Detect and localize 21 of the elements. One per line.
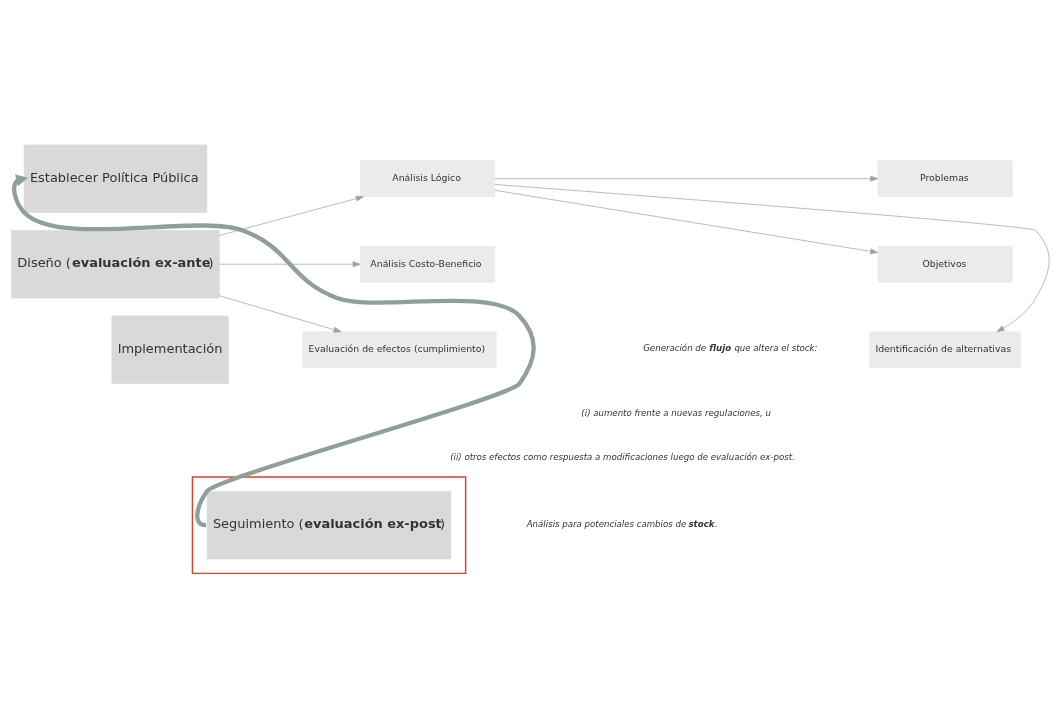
arrow — [219, 195, 364, 236]
arrow — [219, 260, 361, 267]
arrow — [219, 294, 342, 332]
node-box: Identificación de alternativas — [869, 330, 1021, 368]
node-box: Evaluación de efectos (cumplimiento) — [302, 330, 497, 368]
node-box: Análisis Lógico — [359, 159, 496, 197]
label: Análisis para potenciales cambios de stock. — [526, 518, 718, 529]
node-box: Objetivos — [877, 245, 1013, 283]
cluster — [191, 475, 467, 574]
node-box: Análisis Costo-Beneficio — [359, 245, 496, 283]
label: (i) aumento frente a nuevas regulaciones, u — [581, 407, 772, 418]
label: (ii) otros efectos como respuesta a modificaciones luego de evaluación ex-post. — [450, 451, 795, 462]
node-box: Problemas — [877, 159, 1013, 197]
node-box: Diseño (evaluación ex-ante) — [11, 229, 220, 298]
node-box: Seguimiento (evaluación ex-post) — [206, 490, 452, 559]
arrow — [494, 189, 879, 254]
arrow — [494, 175, 879, 182]
arrow — [494, 183, 1050, 332]
node-box: Implementación — [111, 315, 229, 384]
label: Generación de flujo que altera el stock: — [643, 342, 818, 353]
node-box: Establecer Política Pública — [23, 144, 208, 213]
